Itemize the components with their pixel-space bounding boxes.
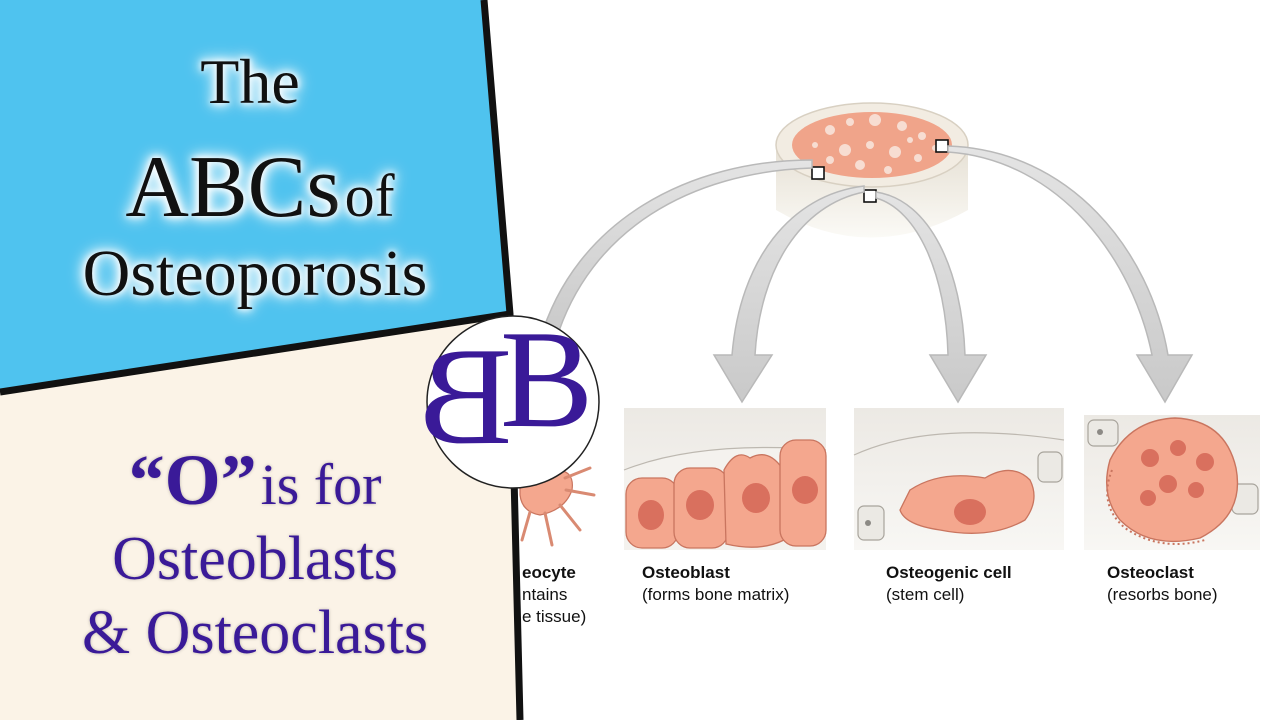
title-of: of [344,163,395,229]
label-osteocyte: eocyte ntains e tissue) [522,562,586,628]
label-osteoblast: Osteoblast (forms bone matrix) [642,562,789,606]
bone-section [775,102,969,238]
osteoblast-panel [623,408,827,550]
subtitle-panel [0,314,520,720]
title-osteoporosis: Osteoporosis [82,237,428,310]
subtitle-letter: “O” [128,440,257,520]
subtitle-is-for: is for [260,452,382,517]
subtitle-osteoclasts: & Osteoclasts [81,599,429,667]
label-osteoclast-name: Osteoclast [1107,563,1194,582]
osteogenic-panel [853,408,1065,550]
title-the: The [200,46,300,117]
label-osteocyte-desc2: e tissue) [522,607,587,626]
label-osteocyte-desc1: ntains [522,585,568,604]
logo [426,315,600,489]
title-panel [0,0,510,392]
panel-divider [0,310,511,396]
subtitle-osteoblasts: Osteoblasts [112,525,398,593]
label-osteogenic-name: Osteogenic cell [886,563,1012,582]
label-osteoclast-desc: (resorbs bone) [1107,585,1218,604]
label-osteogenic: Osteogenic cell (stem cell) [886,562,1012,606]
label-osteoclast: Osteoclast (resorbs bone) [1107,562,1218,606]
osteoclast-panel [1084,415,1260,550]
label-osteoblast-name: Osteoblast [642,563,730,582]
label-osteocyte-name: eocyte [522,563,576,582]
title-abcs: ABCs [125,139,341,236]
label-osteoblast-desc: (forms bone matrix) [642,585,790,604]
logo-letter: B [500,302,594,457]
label-osteogenic-desc: (stem cell) [886,585,965,604]
title-abcs-line: ABCs of [60,140,460,260]
subtitle-o-line: “O” is for [20,440,490,540]
arrows [538,145,1194,404]
